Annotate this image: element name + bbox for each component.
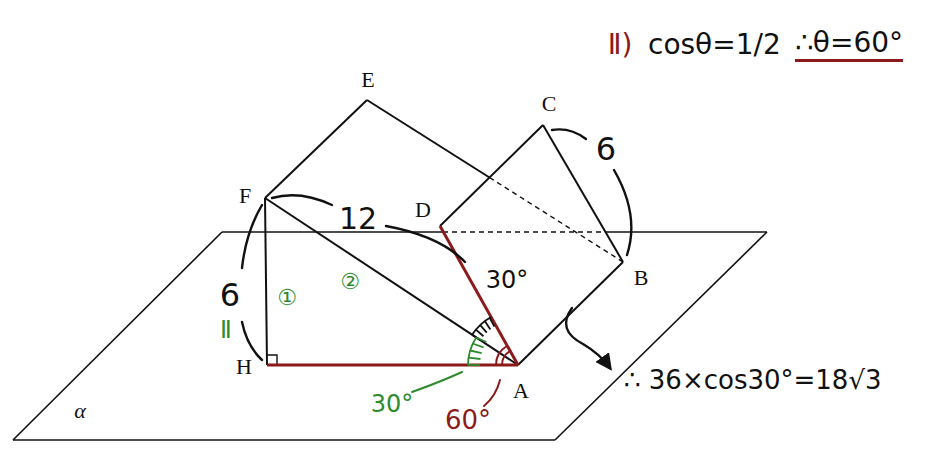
point-label: D: [415, 198, 431, 222]
step-marker: Ⅱ): [608, 30, 633, 61]
handwritten-braces: [242, 129, 631, 368]
point-label: E: [361, 68, 374, 92]
angle-label: 30°: [371, 391, 414, 417]
point-label: C: [542, 92, 557, 116]
handwritten-result: ∴θ=60°: [795, 28, 903, 62]
point-label: H: [236, 355, 252, 379]
dimension-label: 6: [596, 132, 616, 167]
angle-label: 60°: [445, 406, 491, 435]
highlight-edges: [267, 226, 518, 365]
plane-outline: [13, 232, 767, 440]
angle-arc-red: [496, 346, 510, 365]
figure-edges: [265, 100, 623, 365]
step-marker: ①: [277, 286, 297, 310]
angle-hatch-black: [472, 317, 494, 340]
dimension-label: 12: [339, 202, 377, 235]
angle-label: 30°: [486, 267, 529, 293]
step-marker: ②: [340, 270, 360, 294]
plane-label: α: [74, 399, 86, 423]
point-label: B: [634, 266, 649, 290]
angle-hatch-green: [468, 338, 486, 366]
handwritten-result: ∴ 36×cos30°=18√3: [624, 366, 882, 395]
point-label: A: [513, 379, 529, 403]
point-label: F: [239, 184, 251, 208]
step-marker: Ⅱ: [220, 317, 232, 343]
handwritten-note: cosθ=1/2: [648, 30, 781, 61]
angle-leaders: [412, 372, 500, 406]
dimension-label: 6: [220, 278, 240, 313]
